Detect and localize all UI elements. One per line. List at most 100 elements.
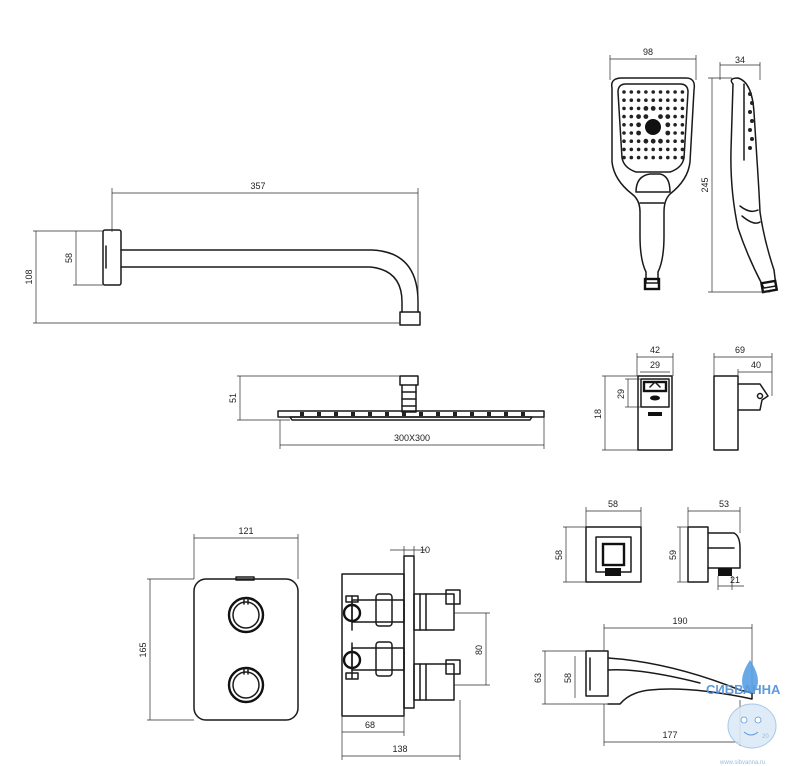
nozzle-dot	[673, 123, 677, 127]
nozzle-dot	[644, 98, 648, 102]
nozzle-dot	[650, 138, 656, 144]
nozzle-dot	[622, 114, 626, 119]
valve-body-drawing: 10 80 68 138	[341, 545, 490, 760]
dim-hand-width: 98	[643, 47, 653, 57]
head-nozzle	[504, 412, 508, 416]
side-nozzle-dot	[748, 110, 752, 114]
nozzle-dot	[673, 139, 677, 143]
dim-holder-side-depth: 69	[735, 345, 745, 355]
dim-arm-length: 357	[250, 181, 265, 191]
nozzle-dot	[651, 155, 655, 160]
dim-head-height: 51	[228, 393, 238, 403]
head-nozzle	[351, 412, 355, 416]
head-nozzle	[521, 412, 525, 416]
nozzle-dot	[665, 114, 671, 119]
hand-shower-front-drawing: 98	[609, 47, 697, 291]
nozzle-dot	[644, 90, 648, 94]
dim-outlet-nipple: 21	[730, 575, 740, 585]
nozzle-dot	[658, 114, 663, 119]
nozzle-dot	[636, 147, 641, 152]
head-nozzle	[402, 412, 406, 416]
watermark-logo: 20 СИБВАННА www.sibvanna.ru	[706, 660, 781, 766]
dim-spout-flange: 58	[563, 673, 573, 683]
side-nozzle-dot	[748, 146, 752, 150]
dim-body-spacing: 80	[474, 645, 484, 655]
nozzle-dot	[622, 131, 626, 135]
dim-hand-length: 245	[700, 177, 710, 192]
nozzle-dot	[643, 114, 649, 119]
nozzle-dot	[658, 138, 663, 144]
watermark-badge: 20	[762, 734, 769, 740]
nozzle-dot	[680, 139, 685, 143]
side-nozzle-dot	[748, 128, 752, 132]
nozzle-dot	[666, 147, 670, 152]
watermark-url: www.sibvanna.ru	[719, 760, 765, 766]
nozzle-dot	[629, 123, 634, 127]
nozzle-dot	[658, 90, 663, 94]
nozzle-dot	[680, 147, 685, 152]
nozzle-dot	[629, 139, 634, 143]
nozzle-dot	[673, 106, 677, 111]
nozzle-dot	[622, 123, 626, 127]
nozzle-dot	[636, 130, 641, 136]
nozzle-dot	[673, 90, 677, 94]
watermark-brand: СИБВАННА	[706, 682, 781, 697]
holder-side-drawing: 69 40	[713, 345, 773, 451]
dim-head-size: 300X300	[394, 433, 430, 443]
head-nozzle	[317, 412, 321, 416]
nozzle-dot	[636, 106, 641, 111]
nozzle-dot	[622, 155, 626, 160]
nozzle-dot	[650, 106, 656, 111]
nozzle-dot	[658, 155, 663, 160]
nozzle-dot	[680, 98, 685, 102]
dim-body-depth-b: 138	[392, 744, 407, 754]
wall-outlet-side-drawing: 53 59 21	[668, 499, 744, 590]
nozzle-dot	[658, 98, 663, 102]
nozzle-pattern	[622, 90, 685, 160]
nozzle-dot	[622, 106, 626, 111]
nozzle-dot	[636, 155, 641, 160]
head-nozzle	[487, 412, 491, 416]
nozzle-dot	[644, 155, 648, 160]
head-nozzle	[453, 412, 457, 416]
dim-outlet-height: 58	[554, 550, 564, 560]
nozzle-dot	[629, 147, 634, 152]
nozzle-dot	[666, 98, 670, 102]
head-nozzle	[368, 412, 372, 416]
dim-outlet-side-h: 59	[668, 550, 678, 560]
head-nozzle	[470, 412, 474, 416]
dim-spout-length: 190	[672, 616, 687, 626]
side-nozzle-dot	[750, 137, 754, 141]
dim-arm-height: 108	[24, 269, 34, 284]
nozzle-dot	[680, 106, 685, 111]
nozzle-dot	[658, 106, 663, 111]
nozzle-dot	[629, 114, 634, 119]
nozzle-dot	[651, 98, 655, 102]
nozzle-dot	[673, 98, 677, 102]
dim-outlet-depth: 53	[719, 499, 729, 509]
nozzle-dot	[673, 114, 677, 119]
side-nozzle-dot	[750, 101, 754, 105]
nozzle-dot	[636, 139, 641, 143]
wall-outlet-front-drawing: 58 58	[554, 499, 642, 583]
nozzle-dot	[666, 90, 670, 94]
bath-spout-drawing: 190 63 58 177	[533, 616, 753, 746]
nozzle-dot	[658, 147, 663, 152]
dim-holder-inner-h: 29	[616, 389, 626, 399]
dim-holder-side-inner: 40	[751, 360, 761, 370]
dim-body-depth-a: 68	[365, 720, 375, 730]
dim-hand-depth: 34	[735, 55, 745, 65]
nozzle-dot	[666, 139, 670, 143]
dim-spout-height: 63	[533, 673, 543, 683]
nozzle-dot	[680, 155, 685, 160]
nozzle-dot	[629, 131, 634, 135]
nozzle-dot	[629, 106, 634, 111]
dim-holder-width: 42	[650, 345, 660, 355]
nozzle-dot	[680, 114, 685, 119]
nozzle-dot	[665, 130, 671, 136]
dim-plate-width: 121	[238, 526, 253, 536]
nozzle-dot	[666, 106, 670, 111]
nozzle-dot	[673, 155, 677, 160]
nozzle-dot	[636, 122, 641, 128]
